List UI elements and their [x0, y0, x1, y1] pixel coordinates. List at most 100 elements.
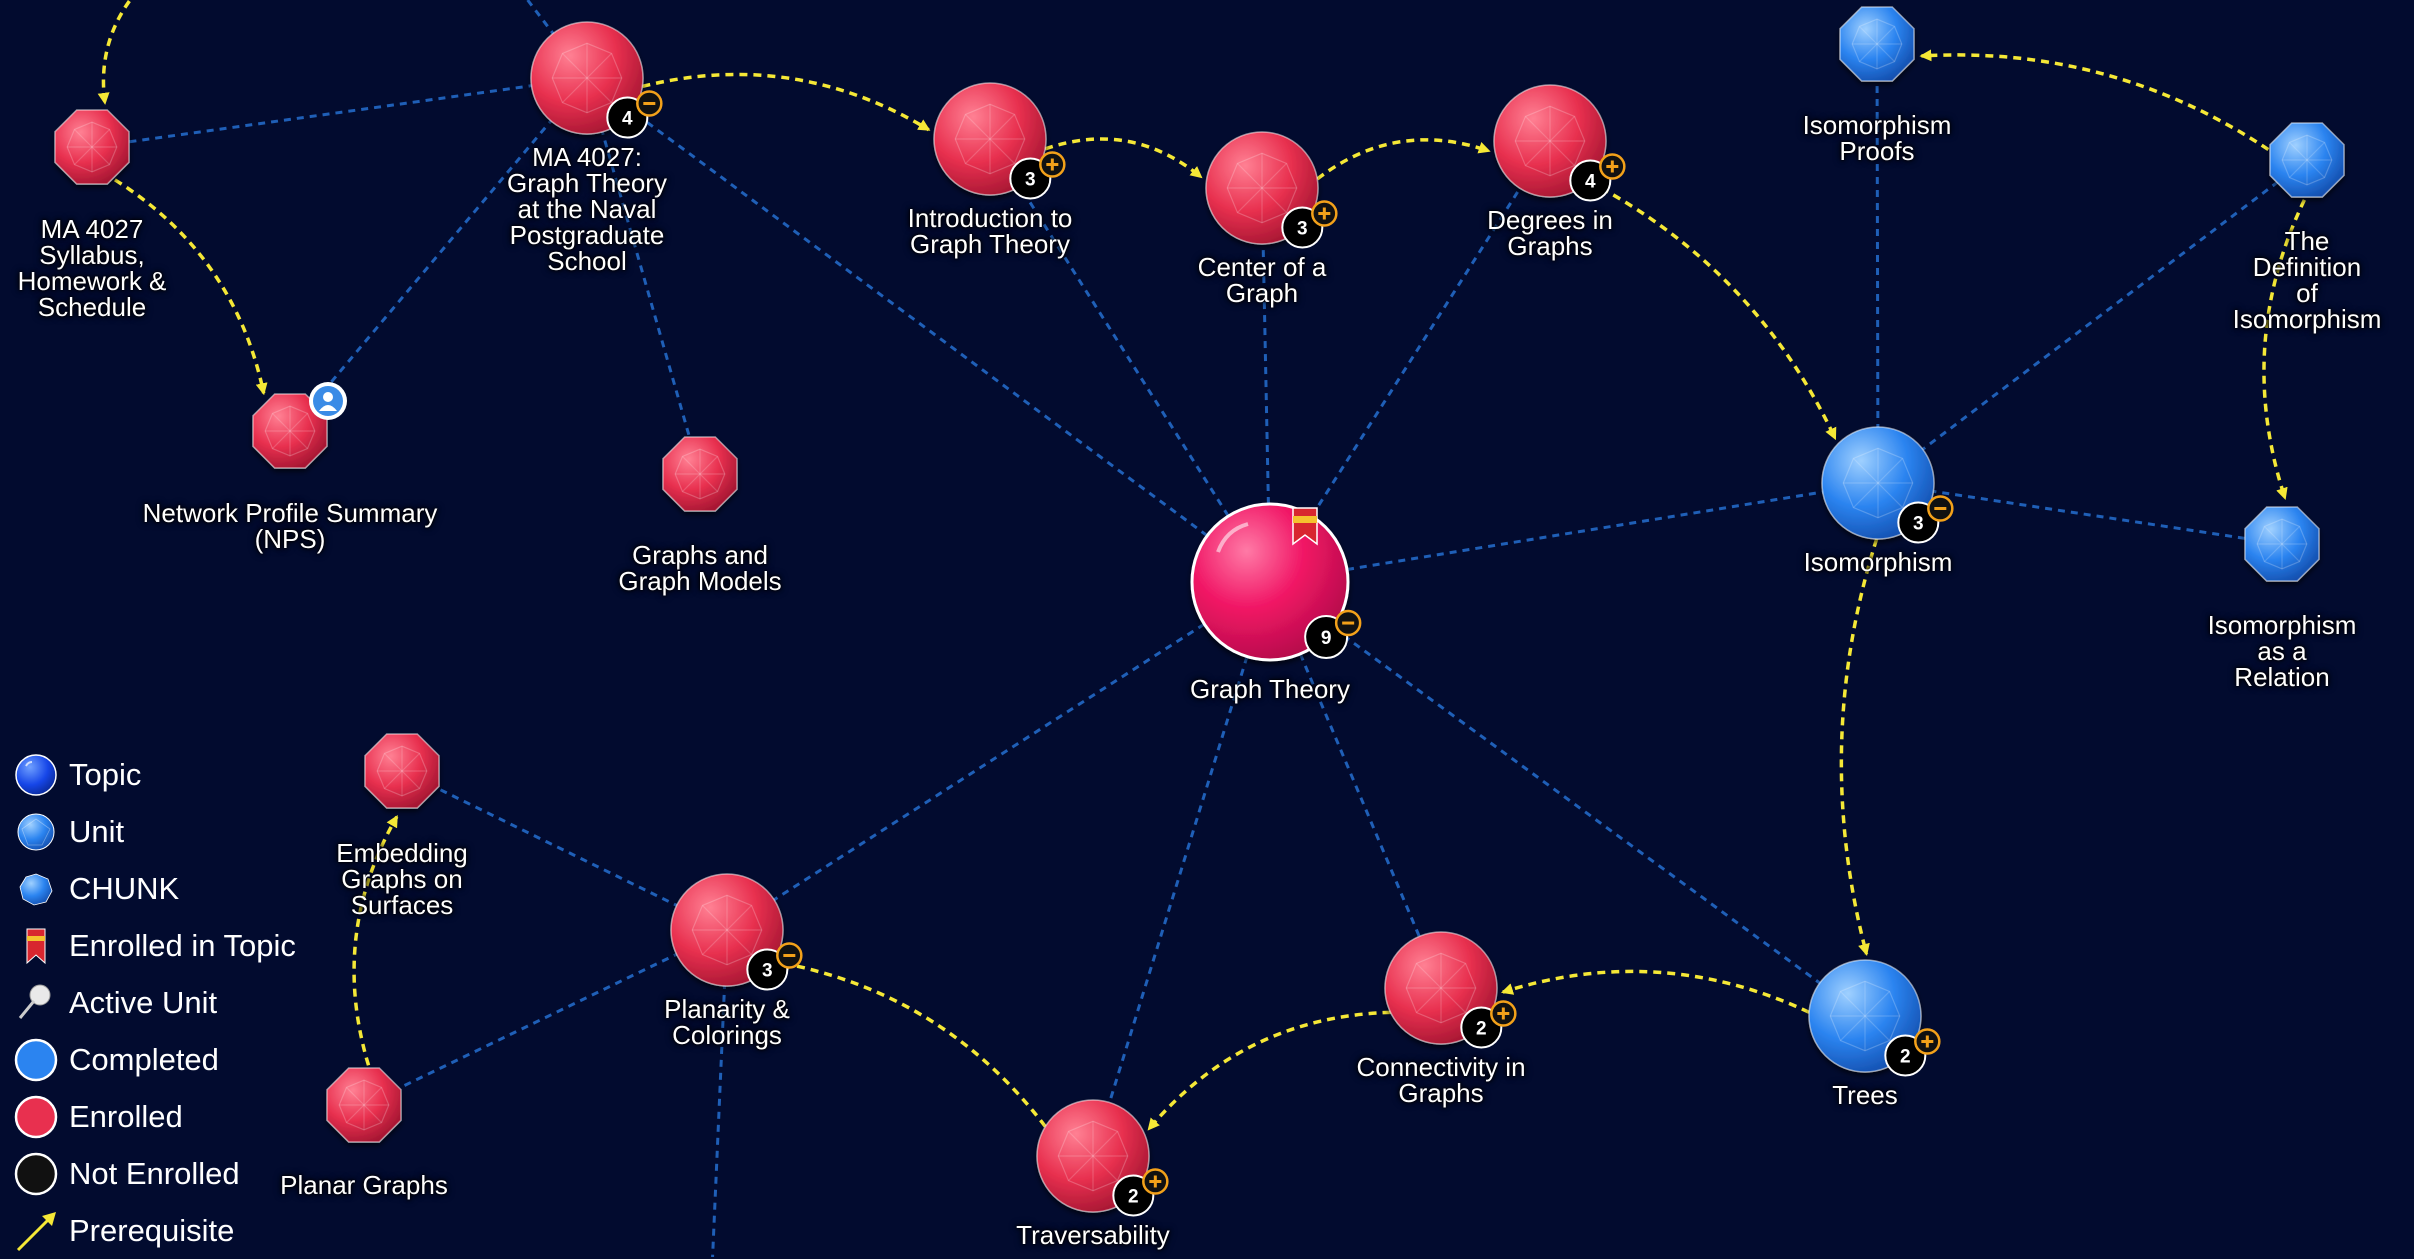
legend-row-enrolled: Enrolled [12, 1088, 296, 1145]
expand-toggle-center[interactable] [1311, 200, 1338, 227]
prerequisite-arrow-offscreen_syllabus-syllabus [97, 0, 133, 105]
node-label-planarity: Planarity & Colorings [664, 994, 790, 1050]
count-badge-text-center: 3 [1297, 219, 1308, 240]
prerequisite-arrow-isodef-isoproofs [1919, 49, 2270, 152]
edge-graphtheory-ma4027 [586, 76, 1271, 584]
node-graphtheory[interactable] [1190, 502, 1350, 662]
edge-graphtheory-traversability [1091, 581, 1272, 1157]
prerequisite-arrow-traversability-planarity [777, 958, 1047, 1128]
collapse-toggle-graphtheory[interactable] [1334, 609, 1362, 637]
not-enrolled-circle-icon [14, 1152, 58, 1195]
legend: Topic Unit CHUNK Enrolled in Topic Activ… [12, 746, 296, 1259]
node-label-graphmodels: Graphs and Graph Models [618, 540, 782, 596]
count-badge-text-planarity: 3 [762, 961, 773, 982]
node-isodef[interactable] [2269, 122, 2345, 198]
legend-label-active-unit: Active Unit [69, 984, 218, 1020]
count-badge-text-intro: 3 [1025, 170, 1036, 191]
legend-label-chunk: CHUNK [69, 870, 180, 906]
count-badge-text-isomorphism: 3 [1913, 514, 1924, 535]
node-label-traversability: Traversability [1016, 1220, 1170, 1250]
expand-toggle-degrees[interactable] [1599, 153, 1626, 180]
node-syllabus[interactable] [54, 109, 130, 185]
node-label-trees: Trees [1832, 1080, 1898, 1110]
node-label-isomorphism: Isomorphism [1803, 547, 1953, 577]
enrolled-bookmark-icon [1292, 507, 1318, 546]
edge-isomorphism-isoproofs [1875, 43, 1880, 484]
count-badge-text-traversability: 2 [1128, 1187, 1139, 1208]
legend-label-unit: Unit [69, 813, 125, 849]
collapse-toggle-planarity[interactable] [776, 942, 803, 969]
prerequisite-arrow-trees-connectivity [1500, 969, 1810, 1014]
edge-graphtheory-degrees [1268, 140, 1552, 583]
count-badge-text-ma4027: 4 [622, 109, 633, 130]
legend-row-unit: Unit [12, 803, 296, 860]
legend-row-topic: Topic [12, 746, 296, 803]
node-shape-graphtheory[interactable] [1190, 502, 1350, 662]
completed-circle-icon [14, 1038, 58, 1081]
count-badge-text-degrees: 4 [1585, 172, 1596, 193]
prerequisite-arrow-syllabus-npsprofile [113, 178, 268, 396]
prerequisite-arrow-ma4027-intro [641, 72, 931, 132]
legend-row-prerequisite: Prerequisite [12, 1202, 296, 1259]
count-badge-graphtheory: 9 [1304, 615, 1349, 660]
expand-toggle-intro[interactable] [1039, 151, 1066, 178]
prerequisite-arrow-intro-center [1044, 137, 1203, 179]
enrolled-circle-icon [14, 1095, 58, 1138]
unit-icon [17, 813, 55, 850]
edge-graphtheory-connectivity [1268, 581, 1443, 989]
node-isoproofs[interactable] [1839, 6, 1915, 82]
expand-toggle-traversability[interactable] [1142, 1168, 1169, 1195]
node-label-center: Center of a Graph [1197, 252, 1327, 308]
expand-toggle-connectivity[interactable] [1490, 1000, 1517, 1027]
legend-row-completed: Completed [12, 1031, 296, 1088]
node-label-isoproofs: Isomorphism Proofs [1802, 110, 1952, 166]
node-label-degrees: Degrees in Graphs [1487, 205, 1613, 261]
node-isorelation[interactable] [2244, 506, 2320, 582]
legend-label-enrolled: Enrolled [69, 1098, 183, 1134]
count-badge-text-connectivity: 2 [1476, 1019, 1487, 1040]
count-badge-text-trees: 2 [1900, 1047, 1911, 1068]
legend-row-not-enrolled: Not Enrolled [12, 1145, 296, 1202]
legend-label-completed: Completed [69, 1041, 219, 1077]
edge-graphtheory-planarity [726, 580, 1271, 932]
chunk-icon [19, 873, 53, 905]
node-label-ma4027: MA 4027: Graph Theory at the Naval Postg… [507, 142, 667, 276]
topic-icon [15, 753, 57, 796]
legend-row-chunk: CHUNK [12, 860, 296, 917]
edge-ma4027-syllabus [91, 76, 588, 149]
edge-graphtheory-intro [988, 138, 1272, 583]
prerequisite-arrow-icon [16, 1211, 56, 1251]
edge-ma4027-graphmodels [585, 77, 702, 475]
node-embedding[interactable] [364, 733, 440, 809]
node-label-connectivity: Connectivity in Graphs [1356, 1052, 1526, 1108]
node-label-intro: Introduction to Graph Theory [907, 203, 1073, 259]
pushpin-icon [18, 984, 51, 1019]
node-label-embedding: Embedding Graphs on Surfaces [336, 838, 468, 920]
legend-label-topic: Topic [69, 756, 142, 792]
node-planar[interactable] [326, 1067, 402, 1143]
collapse-toggle-ma4027[interactable] [636, 90, 663, 117]
node-graphmodels[interactable] [662, 436, 738, 512]
edge-isomorphism-isodef [1877, 158, 2308, 485]
node-label-npsprofile: Network Profile Summary (NPS) [142, 498, 438, 554]
collapse-toggle-isomorphism[interactable] [1927, 495, 1954, 522]
edge-graphtheory-trees [1269, 580, 1866, 1018]
node-label-graphtheory: Graph Theory [1190, 674, 1350, 704]
bookmark-icon [26, 928, 46, 964]
node-label-isorelation: Isomorphism as a Relation [2207, 610, 2357, 692]
legend-label-prerequisite: Prerequisite [69, 1212, 235, 1248]
expand-toggle-trees[interactable] [1914, 1028, 1941, 1055]
prerequisite-arrow-connectivity-traversability [1147, 1010, 1391, 1131]
legend-label-not-enrolled: Not Enrolled [69, 1155, 240, 1191]
count-badge-text-graphtheory: 9 [1321, 628, 1332, 649]
user-profile-icon [309, 382, 347, 420]
prerequisite-arrow-degrees-isomorphism [1587, 179, 1837, 441]
edge-planarity-embedding [401, 769, 728, 932]
prerequisite-arrow-planar-embedding [352, 814, 399, 1066]
legend-label-enrolled-topic: Enrolled in Topic [69, 927, 296, 963]
node-npsprofile[interactable] [252, 393, 328, 469]
node-label-planar: Planar Graphs [280, 1170, 448, 1200]
edge-graphtheory-isomorphism [1269, 481, 1879, 584]
